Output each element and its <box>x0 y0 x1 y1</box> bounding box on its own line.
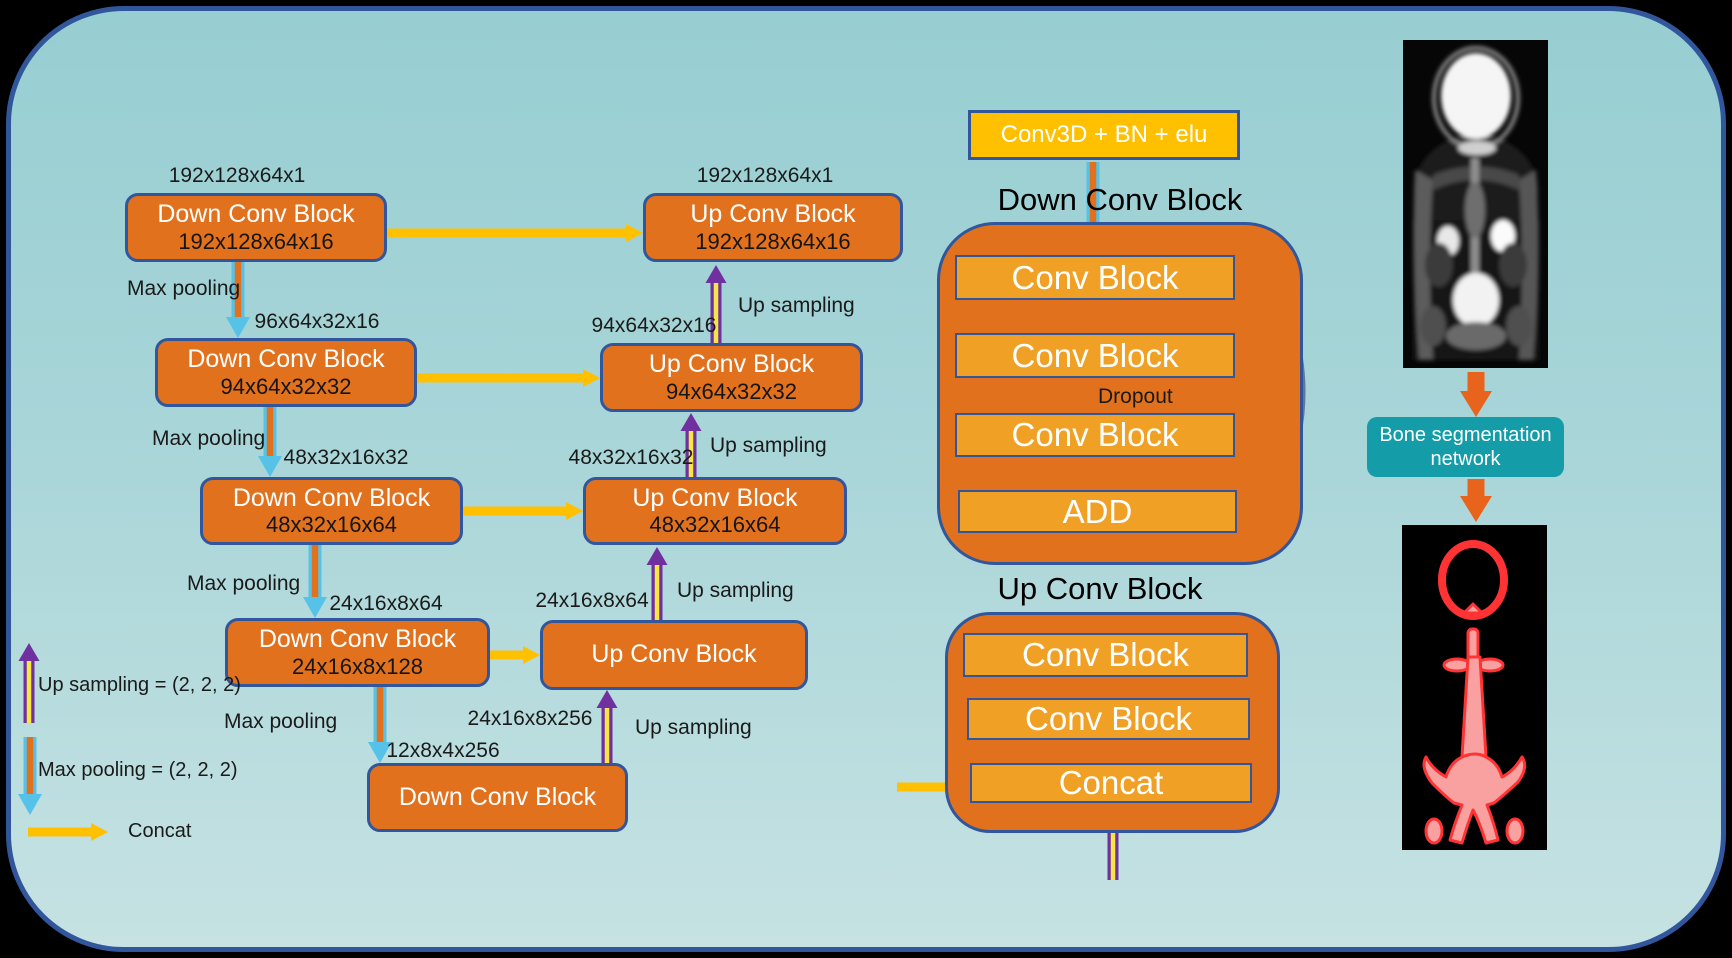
block-title: Down Conv Block <box>157 200 355 229</box>
block-dim: 192x128x64x16 <box>695 228 851 254</box>
inner-box-label: Conv Block <box>1011 336 1179 374</box>
up-sampling-label: Up sampling <box>635 716 752 739</box>
up-sampling-label: Up sampling <box>710 434 827 457</box>
detail-conv-block: Conv Block <box>955 333 1235 378</box>
bone-segmentation-network-box: Bone segmentation network <box>1367 417 1564 477</box>
up-sampling-label: Up sampling <box>738 294 855 317</box>
up-sampling-label: Up sampling <box>677 579 794 602</box>
block-title: Up Conv Block <box>591 640 757 669</box>
block-title: Down Conv Block <box>398 782 597 811</box>
block-title: Down Conv Block <box>258 625 457 654</box>
segmentation-output-image <box>1402 525 1547 855</box>
block-dim: 94x64x32x32 <box>666 378 797 404</box>
block-dim: 24x16x8x128 <box>292 653 423 679</box>
dropout-label: Dropout <box>1098 385 1173 408</box>
conv3d-bn-elu-label: Conv3D + BN + elu <box>1000 121 1208 148</box>
down-conv-block-3: Down Conv Block 48x32x16x64 <box>200 477 463 545</box>
detail-conv-block: Conv Block <box>963 633 1248 677</box>
dim-label: 48x32x16x32 <box>568 446 694 469</box>
block-dim: 48x32x16x64 <box>266 512 397 538</box>
inner-box-label: ADD <box>1062 492 1133 530</box>
up-conv-block-4: Up Conv Block <box>540 620 808 690</box>
dim-label-bottleneck: 24x16x8x256 <box>467 707 593 730</box>
legend-up-sampling-label: Up sampling = (2, 2, 2) <box>38 674 241 696</box>
legend-max-pooling-label: Max pooling = (2, 2, 2) <box>38 759 238 781</box>
up-conv-block-2: Up Conv Block 94x64x32x32 <box>600 343 863 412</box>
block-title: Down Conv Block <box>187 345 385 374</box>
down-conv-block-1: Down Conv Block 192x128x64x16 <box>125 193 387 262</box>
dim-label: 24x16x8x64 <box>329 592 443 615</box>
mri-input-image <box>1403 40 1548 373</box>
dim-label: 94x64x32x16 <box>591 314 717 337</box>
inner-box-label: Concat <box>1058 764 1164 801</box>
detail-conv-block: Conv Block <box>955 413 1235 457</box>
block-dim: 192x128x64x16 <box>178 228 334 254</box>
inner-box-label: Conv Block <box>1011 416 1179 453</box>
detail-conv-block: Conv Block <box>967 698 1250 740</box>
max-pooling-label: Max pooling <box>127 277 241 300</box>
block-title: Down Conv Block <box>232 483 431 512</box>
inner-box-label: Conv Block <box>1022 636 1189 673</box>
dim-label: 96x64x32x16 <box>254 310 380 333</box>
bone-segmentation-network-label: Bone segmentation network <box>1379 424 1552 470</box>
dim-label: 24x16x8x64 <box>535 589 649 612</box>
block-dim: 94x64x32x32 <box>220 373 352 399</box>
max-pooling-label: Max pooling <box>224 710 338 733</box>
inner-box-label: Conv Block <box>1025 700 1192 737</box>
block-dim: 48x32x16x64 <box>649 512 781 538</box>
down-conv-block-2: Down Conv Block 94x64x32x32 <box>155 338 417 407</box>
block-title: Up Conv Block <box>632 483 798 512</box>
dim-label: 192x128x64x1 <box>696 164 834 187</box>
max-pooling-label: Max pooling <box>152 427 266 450</box>
block-title: Up Conv Block <box>690 200 856 229</box>
dim-label: 12x8x4x256 <box>386 739 500 762</box>
block-title: Up Conv Block <box>648 350 815 379</box>
detail-concat-box: Concat <box>970 763 1252 803</box>
conv3d-bn-elu-box: Conv3D + BN + elu <box>968 110 1240 160</box>
detail-conv-block: Conv Block <box>955 255 1235 300</box>
down-conv-block-4: Down Conv Block 24x16x8x128 <box>225 618 490 687</box>
up-conv-block-1: Up Conv Block 192x128x64x16 <box>643 193 903 262</box>
dim-label: 192x128x64x1 <box>168 164 306 187</box>
max-pooling-label: Max pooling <box>187 572 301 595</box>
up-conv-block-heading: Up Conv Block <box>997 571 1203 606</box>
down-conv-block-5: Down Conv Block <box>367 763 628 832</box>
dim-label: 48x32x16x32 <box>283 446 409 469</box>
inner-box-label: Conv Block <box>1011 258 1179 296</box>
legend-concat-label: Concat <box>128 820 192 842</box>
up-conv-block-3: Up Conv Block 48x32x16x64 <box>583 477 847 545</box>
down-conv-block-heading: Down Conv Block <box>997 182 1243 217</box>
detail-add-box: ADD <box>958 490 1237 533</box>
